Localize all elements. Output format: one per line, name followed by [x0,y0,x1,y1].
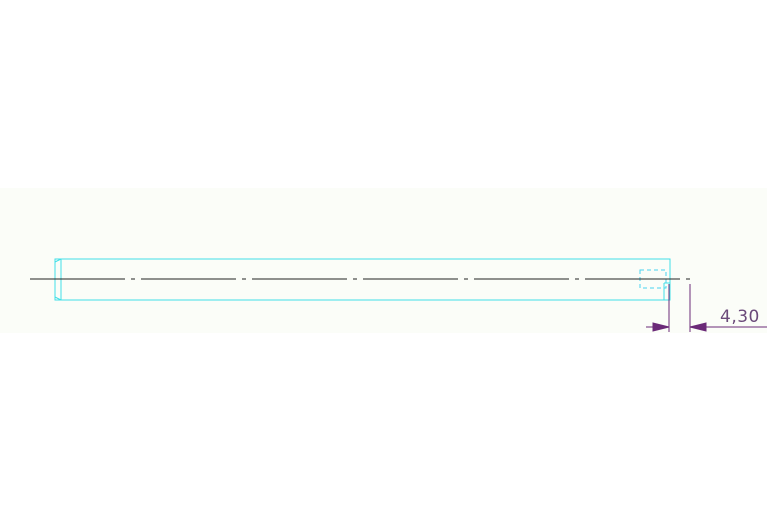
arrow-left [652,322,670,332]
drawing-band [0,188,767,333]
end-step-detail [663,282,670,300]
dimension-text: 4,30 [720,307,760,327]
shaft-left-chamfer-top [54,258,62,263]
dimension-4-30 [646,284,767,332]
arrow-right [689,322,707,332]
shaft-left-chamfer-bottom [54,296,62,301]
